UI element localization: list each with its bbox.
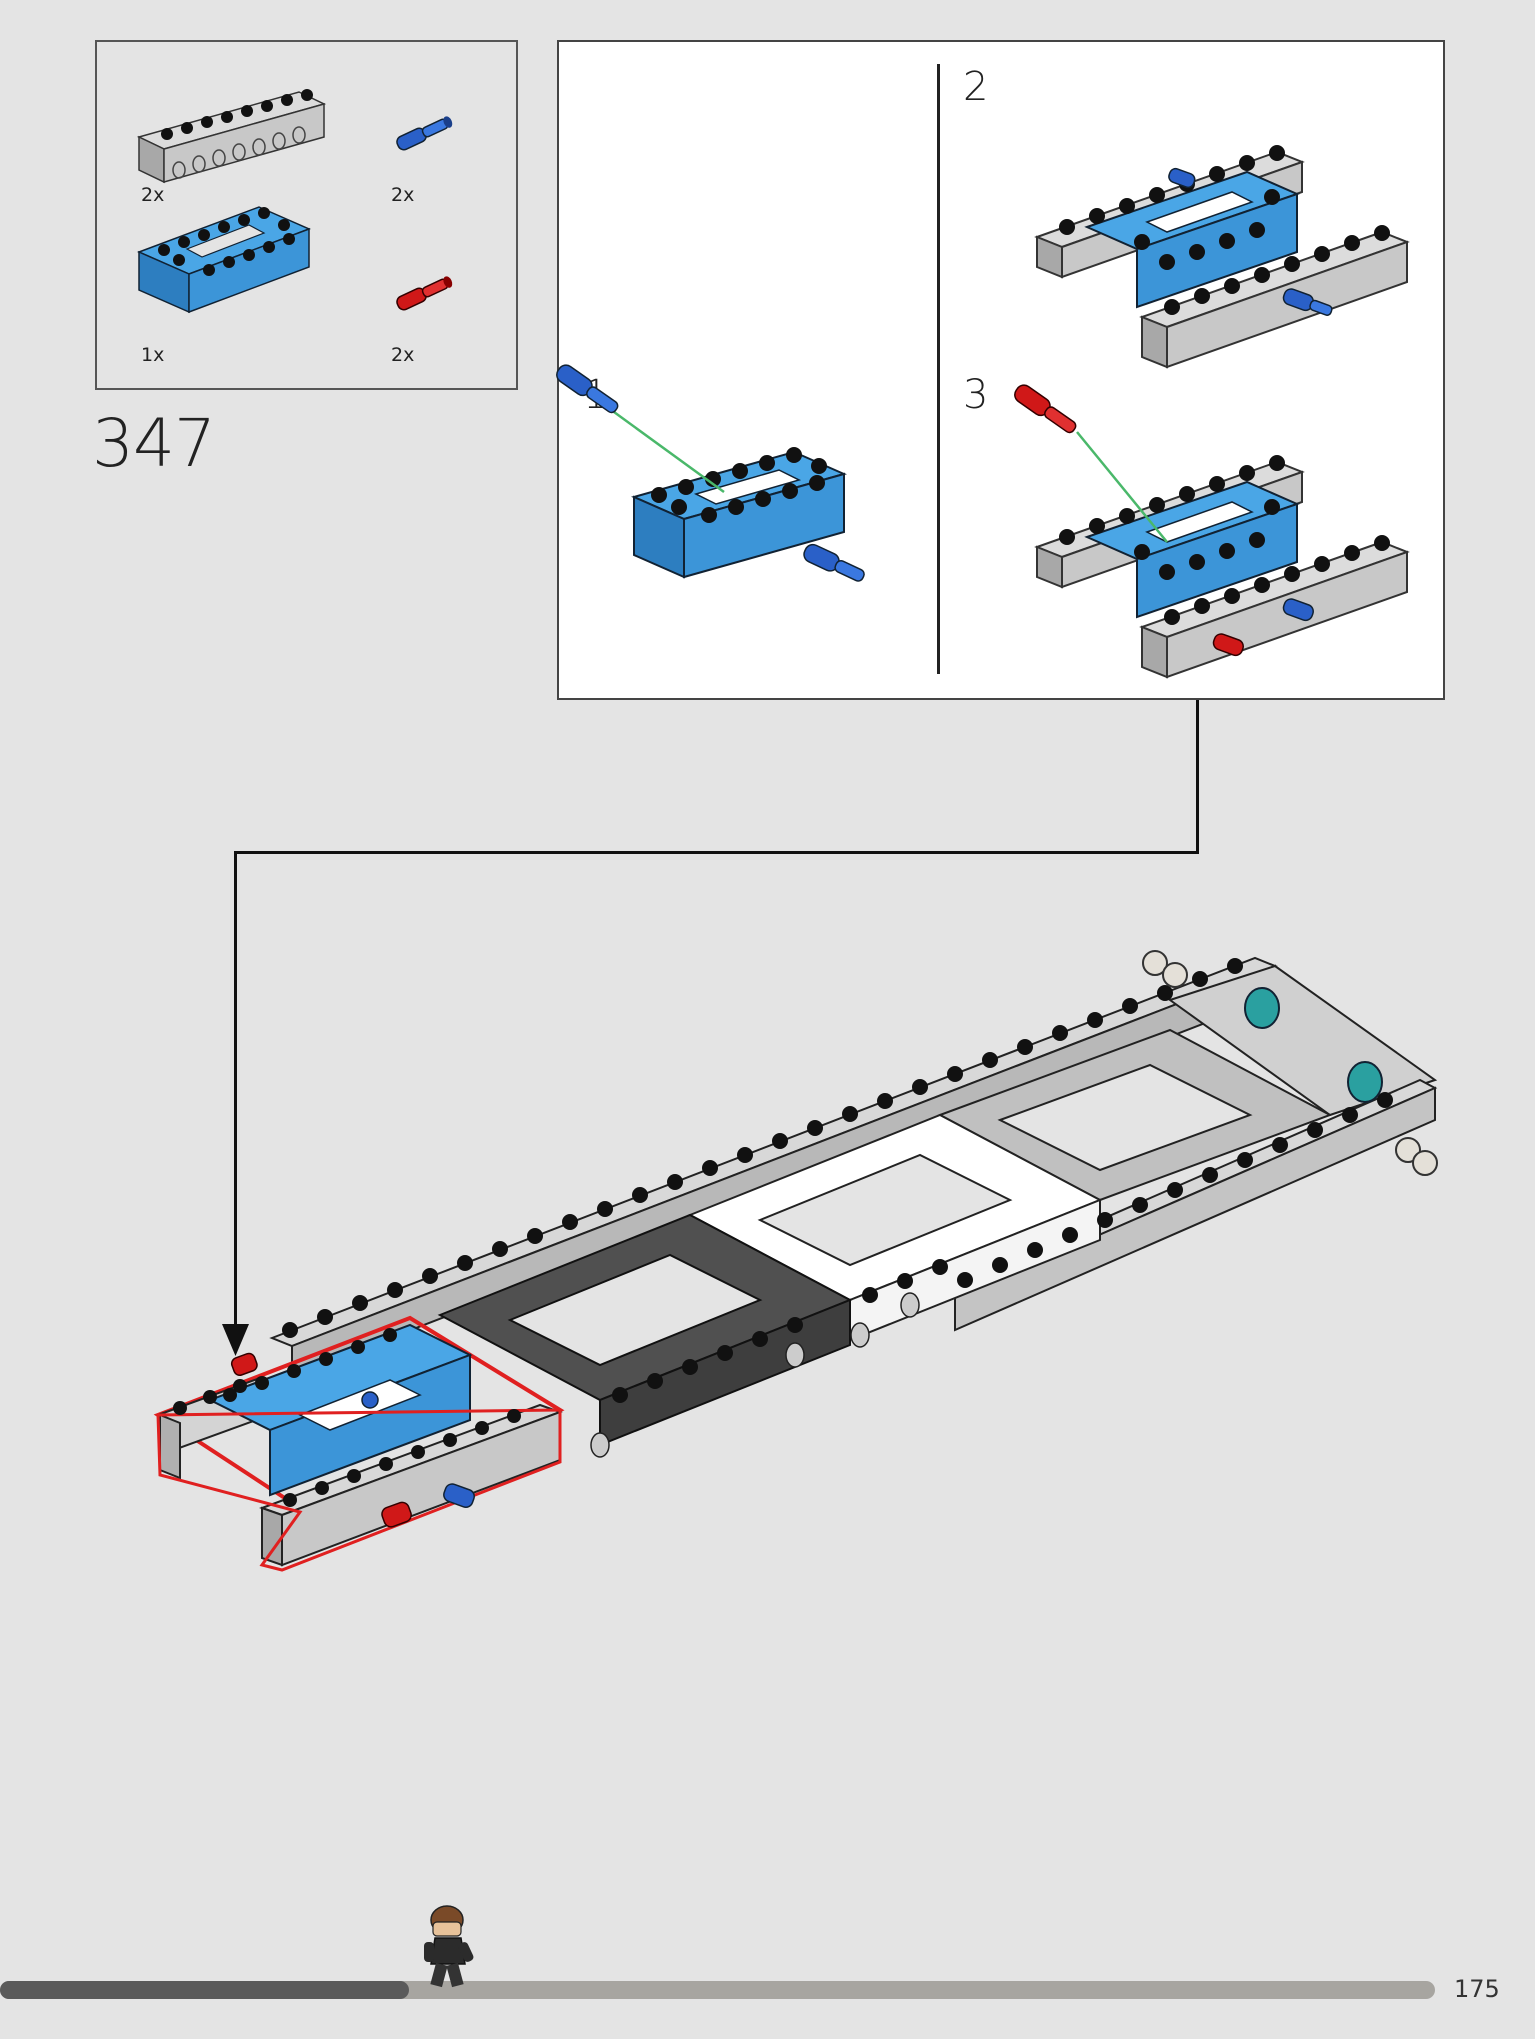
callout-line-vertical-right bbox=[1196, 700, 1199, 854]
sub-step-divider bbox=[937, 64, 940, 674]
minifigure-progress-icon bbox=[424, 1905, 474, 1988]
red-pin-quantity: 2x bbox=[391, 344, 415, 366]
page-number: 175 bbox=[1454, 1975, 1500, 2003]
callout-line-horizontal bbox=[234, 851, 1199, 854]
blue-frame-quantity: 1x bbox=[141, 344, 165, 366]
sub-step-2-illustration bbox=[1034, 145, 1410, 369]
sub-step-number-2: 2 bbox=[963, 64, 989, 110]
sub-step-number-3: 3 bbox=[963, 372, 989, 418]
sub-assembly-box: 1 2 3 bbox=[556, 40, 1445, 700]
sub-step-illustrations bbox=[556, 145, 1410, 679]
parts-list-box: 2x 2x 1x 2x bbox=[95, 40, 518, 390]
sub-step-1-illustration bbox=[556, 364, 865, 582]
gray-brick-part-image bbox=[136, 89, 453, 314]
sub-step-3-illustration bbox=[1014, 384, 1410, 679]
callout-line-vertical-left bbox=[234, 851, 237, 1331]
callout-arrow-icon bbox=[222, 1324, 249, 1356]
step-number: 347 bbox=[92, 405, 216, 482]
blue-pin-quantity: 2x bbox=[391, 184, 415, 206]
gray-brick-quantity: 2x bbox=[141, 184, 165, 206]
progress-fill bbox=[0, 1981, 409, 1999]
